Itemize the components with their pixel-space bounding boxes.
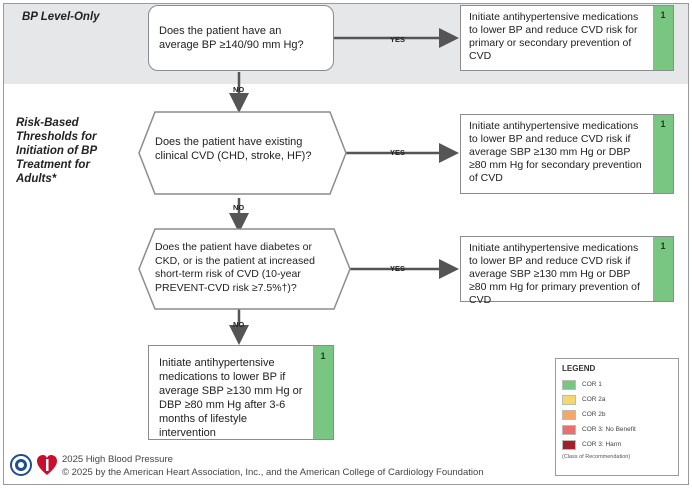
decision-hexagon-2 <box>138 111 347 195</box>
acc-seal-icon <box>10 454 32 476</box>
yes-label: YES <box>390 264 406 273</box>
legend-label: COR 3: No Benefit <box>582 426 636 433</box>
legend-swatch <box>562 439 576 450</box>
decision-box-1: Does the patient have an average BP ≥140… <box>148 5 334 71</box>
no-label: NO <box>233 203 245 212</box>
section-label-bp-level-only: BP Level-Only <box>22 11 100 23</box>
legend-item: COR 1 <box>562 377 672 392</box>
legend-swatch <box>562 379 576 390</box>
risk-label-line: Adults* <box>16 173 57 185</box>
legend-footnote: (Class of Recommendation) <box>562 454 631 460</box>
cor-strip: 1 <box>653 6 673 70</box>
action-text: Initiate antihypertensive medications to… <box>469 242 640 306</box>
action-box-1: Initiate antihypertensive medications to… <box>460 5 674 71</box>
risk-label-line: Treatment for <box>16 159 90 171</box>
legend-swatch <box>562 394 576 405</box>
no-label: NO <box>233 85 245 94</box>
action-box-3: Initiate antihypertensive medications to… <box>460 236 674 306</box>
question-text: Does the patient have existing clinical … <box>155 136 312 162</box>
cor-number: 1 <box>320 351 326 361</box>
risk-label-line: Thresholds for <box>16 131 97 143</box>
legend-label: COR 2a <box>582 396 606 403</box>
yes-label: YES <box>390 35 406 44</box>
decision-box-3: Does the patient have diabetes or CKD, o… <box>155 241 337 295</box>
action-box-2: Initiate antihypertensive medications to… <box>460 114 674 194</box>
legend-title: LEGEND <box>562 364 596 373</box>
action-box-4: Initiate antihypertensive medications to… <box>148 345 334 440</box>
action-text: Initiate antihypertensive medications to… <box>469 120 642 184</box>
legend-item: COR 2a <box>562 392 672 407</box>
legend-item: COR 2b <box>562 407 672 422</box>
legend-swatch <box>562 409 576 420</box>
question-text: Does the patient have an average BP ≥140… <box>159 25 304 51</box>
action-text: Initiate antihypertensive medications to… <box>159 357 303 439</box>
decision-hexagon-3 <box>138 228 351 310</box>
cor-strip: 1 <box>653 115 673 193</box>
question-text: Does the patient have diabetes or CKD, o… <box>155 241 315 294</box>
no-label: NO <box>233 320 245 329</box>
legend-label: COR 2b <box>582 411 606 418</box>
aha-heart-torch-icon <box>37 455 57 475</box>
legend-swatch <box>562 424 576 435</box>
cor-number: 1 <box>660 241 666 251</box>
action-text: Initiate antihypertensive medications to… <box>469 11 639 62</box>
decision-box-2: Does the patient have existing clinical … <box>155 135 333 163</box>
legend-item: COR 3: Harm <box>562 437 672 452</box>
legend-item: COR 3: No Benefit <box>562 422 672 437</box>
legend: LEGEND COR 1 COR 2a COR 2b COR 3: No Ben… <box>555 358 679 476</box>
legend-label: COR 1 <box>582 381 602 388</box>
cor-number: 1 <box>660 10 666 20</box>
risk-label-line: Initiation of BP <box>16 145 98 157</box>
risk-label-line: Risk-Based <box>16 117 79 129</box>
cor-strip: 1 <box>313 346 333 439</box>
section-label-risk-based: Risk-Based Thresholds for Initiation of … <box>16 116 97 186</box>
cor-number: 1 <box>660 119 666 129</box>
footer-copyright: © 2025 by the American Heart Association… <box>62 467 484 478</box>
yes-label: YES <box>390 148 406 157</box>
legend-label: COR 3: Harm <box>582 441 622 448</box>
cor-strip: 1 <box>653 237 673 301</box>
footer-title: 2025 High Blood Pressure <box>62 454 173 465</box>
